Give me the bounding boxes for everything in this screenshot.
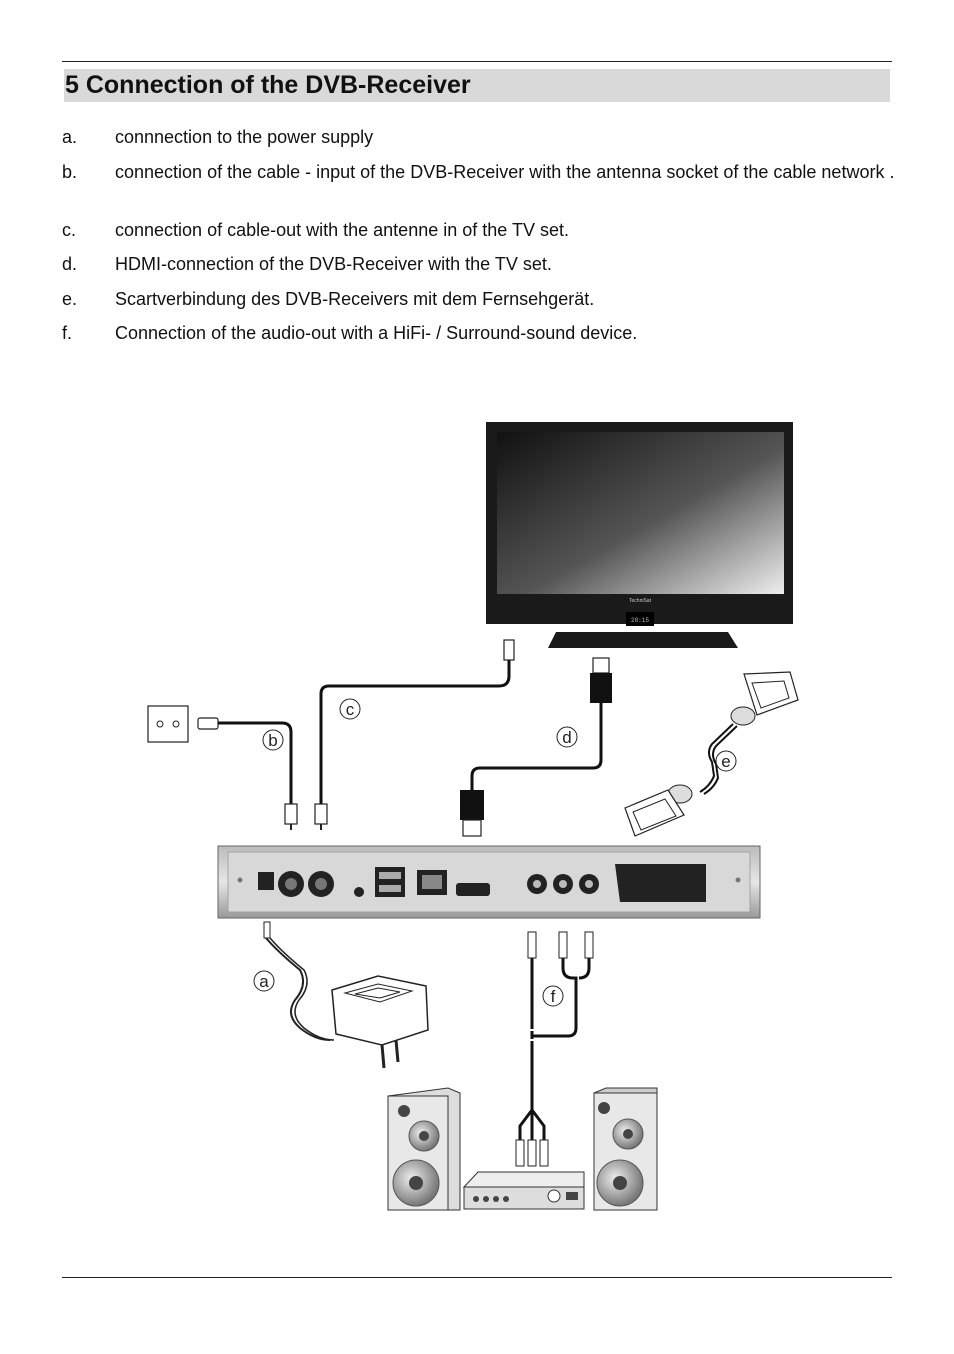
tv-stand — [548, 632, 738, 648]
list-letter: c. — [62, 220, 77, 240]
label-d: d — [556, 726, 578, 748]
power-adapter-a — [263, 921, 429, 1069]
svg-text:a: a — [259, 972, 269, 991]
label-a: a — [253, 970, 275, 992]
label-f: f — [542, 985, 564, 1007]
hdmi-port — [456, 883, 490, 896]
label-e: e — [715, 750, 737, 772]
list-letter: b. — [62, 162, 78, 182]
svg-text:e: e — [721, 752, 730, 771]
hdmi-cable-d — [460, 657, 612, 837]
top-rule — [62, 61, 892, 62]
label-b: b — [262, 729, 284, 751]
connection-diagram: TechniSat 28:15 — [147, 422, 799, 1211]
list-text: HDMI-connection of the DVB-Receiver with… — [115, 254, 552, 274]
list-text: connnection to the power supply — [115, 127, 374, 147]
svg-text:b: b — [268, 731, 277, 750]
cable-b — [197, 717, 298, 830]
usb-ports — [375, 867, 405, 897]
tv-display-text: 28:15 — [631, 617, 649, 624]
label-c: c — [339, 698, 361, 720]
tv-screen — [497, 432, 784, 594]
right-speaker — [593, 1087, 658, 1211]
svg-text:c: c — [346, 700, 355, 719]
cable-c — [314, 639, 515, 830]
heading-background — [64, 69, 890, 102]
power-port — [258, 872, 274, 890]
antenna-wall-socket — [147, 705, 189, 743]
dvb-receiver — [217, 845, 761, 919]
list-letter: f. — [62, 323, 73, 343]
list-text: connection of cable-out with the antenne… — [115, 220, 569, 240]
list-text: connection of the cable - input of the D… — [115, 162, 895, 182]
svg-text:d: d — [562, 728, 571, 747]
left-speaker — [387, 1087, 461, 1211]
page-title: 5 Connection of the DVB-Receiver — [65, 71, 471, 99]
tv-set: TechniSat 28:15 — [486, 422, 793, 648]
bottom-rule — [62, 1277, 892, 1278]
list-letter: d. — [62, 254, 78, 274]
scart-cable-e — [624, 671, 799, 837]
svg-text:f: f — [551, 987, 556, 1006]
hifi-amplifier — [462, 1171, 585, 1210]
list-text: Scartverbindung des DVB-Receivers mit de… — [115, 289, 595, 309]
list-text: Connection of the audio-out with a HiFi-… — [115, 323, 638, 343]
list-letter: e. — [62, 289, 78, 309]
scart-port — [615, 864, 706, 902]
tv-brand-text: TechniSat — [629, 598, 652, 604]
list-letter: a. — [62, 127, 78, 147]
tv-display — [626, 612, 654, 626]
audio-cable-f — [515, 931, 594, 1167]
